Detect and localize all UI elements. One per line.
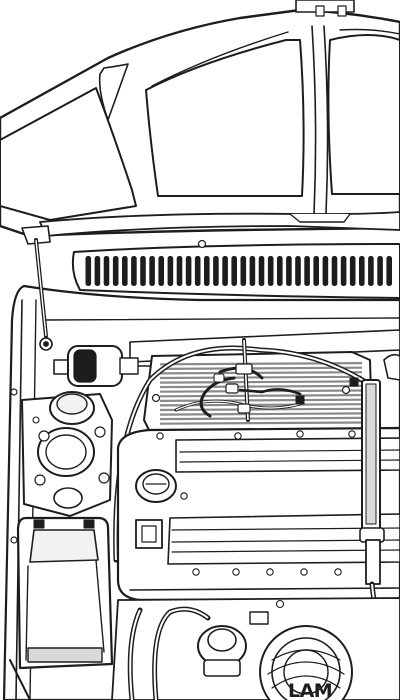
grille-slot (158, 256, 164, 286)
grille-slot (331, 256, 338, 286)
grille-slot (258, 256, 265, 286)
grille-slot (204, 256, 210, 286)
grille-slot (131, 256, 137, 286)
hood-panel-left (0, 87, 137, 221)
grille-slot (231, 256, 237, 286)
windshield-cowl-grille (71, 239, 400, 299)
grille-slot (140, 256, 146, 286)
grille-slots (85, 256, 392, 286)
grille-slot (322, 256, 329, 286)
grille-slot (167, 256, 174, 286)
grille-slot (313, 256, 319, 286)
alternator (249, 599, 353, 700)
filter-rib (159, 416, 363, 421)
in-line-fuel-filter (53, 345, 151, 387)
grille-slot (85, 256, 92, 286)
filter-rib (159, 394, 363, 398)
grille-slot (377, 256, 383, 286)
hood (0, 0, 400, 238)
grille-slot (277, 256, 283, 286)
grille-slot (185, 256, 192, 286)
grille-slot (295, 256, 301, 286)
hose-clamps (213, 363, 359, 414)
grille-slot (340, 256, 347, 286)
grille-slot (213, 256, 219, 286)
grille-slot (368, 256, 374, 286)
filter-rib (159, 371, 363, 375)
brake-fluid-reservoir (21, 391, 113, 517)
grille-slot (94, 256, 101, 286)
filter-rib (159, 398, 363, 402)
grille-slot (222, 256, 228, 286)
grille-slot (349, 256, 356, 286)
filter-rib (159, 384, 363, 389)
air-filter-ribs (159, 362, 363, 425)
cam-cover (116, 426, 400, 602)
filter-rib (159, 421, 363, 425)
grille-slot (176, 256, 183, 286)
filter-rib (159, 366, 363, 370)
hood-panel-center (145, 39, 305, 197)
filter-rib (159, 407, 363, 412)
battery (9, 516, 114, 700)
oil-filler-cap (135, 469, 177, 549)
filter-rib (159, 380, 363, 384)
grille-slot (112, 256, 119, 286)
grille-slot (240, 256, 247, 286)
grille-slot (386, 256, 392, 286)
grille-slot (286, 256, 292, 286)
hood-panel-right (327, 34, 400, 195)
grille-slot (359, 256, 365, 286)
grille-slot (267, 256, 274, 286)
grille-slot (194, 256, 201, 286)
grille-slot (103, 256, 110, 286)
distributor (197, 625, 247, 677)
grille-slot (122, 256, 128, 286)
filter-rib (159, 412, 363, 416)
hood-stay (21, 225, 53, 351)
grille-slot (249, 256, 256, 286)
grille-slot (304, 256, 310, 286)
grille-slot (149, 256, 155, 286)
caption-text: LAM (288, 682, 333, 700)
